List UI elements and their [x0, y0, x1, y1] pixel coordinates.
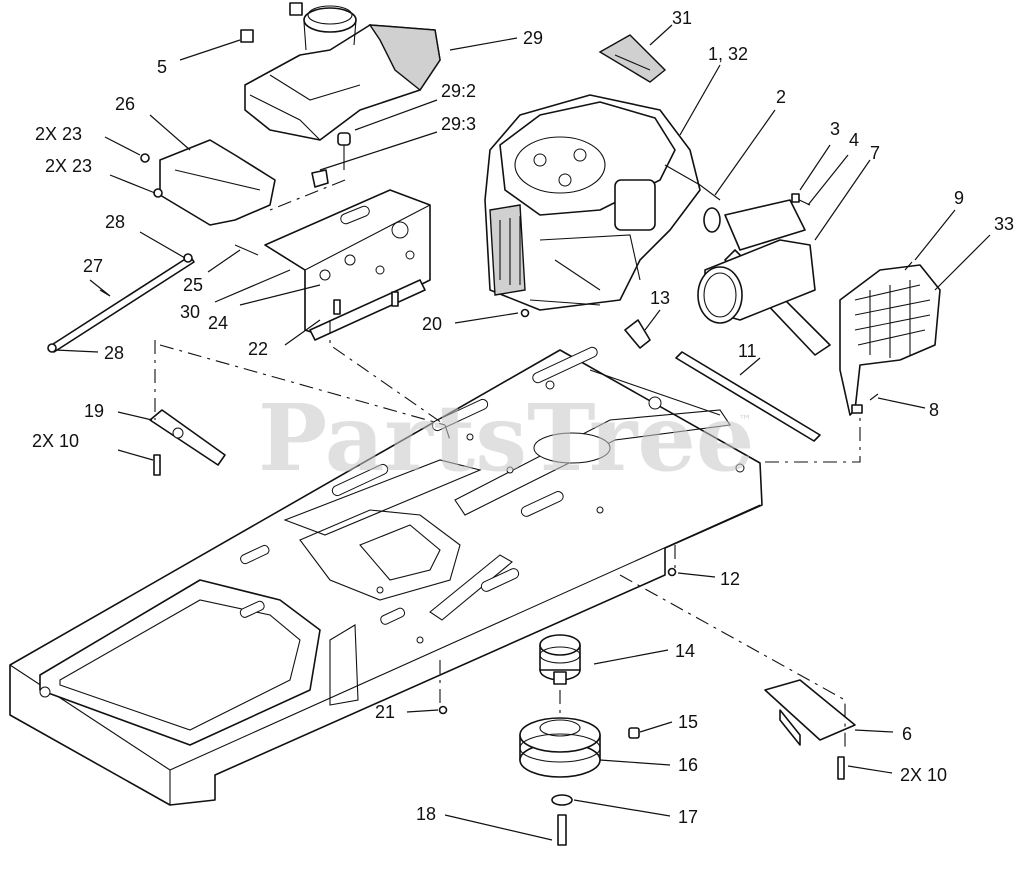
callout-29-2: 29:2 [441, 81, 476, 101]
callout-5: 5 [157, 57, 167, 77]
callout-11: 11 [738, 341, 757, 361]
fuel-fittings [311, 132, 351, 188]
pto-clutch [519, 717, 601, 778]
callout-4: 4 [849, 130, 859, 150]
bracket-bolt [333, 291, 399, 315]
callout-19: 19 [84, 401, 104, 421]
callout-2x23-b: 2X 23 [45, 156, 92, 176]
callout-21: 21 [375, 702, 395, 722]
clutch-washer [551, 794, 573, 806]
clutch-connector [628, 727, 640, 739]
callout-2x10-b: 2X 10 [900, 765, 947, 785]
trademark-symbol: ™ [738, 413, 752, 429]
callout-15: 15 [678, 712, 698, 732]
engine [484, 94, 721, 311]
spring-clip [234, 244, 259, 256]
engine-bolt-20 [520, 308, 530, 318]
callout-3: 3 [830, 119, 840, 139]
callout-13: 13 [650, 288, 670, 308]
callout-29: 29 [523, 28, 543, 48]
left-bracket-bolts [153, 454, 161, 476]
control-rod [49, 255, 195, 353]
engine-decal [598, 34, 667, 83]
callout-14: 14 [675, 641, 695, 661]
callout-6: 6 [902, 724, 912, 744]
callout-2: 2 [776, 87, 786, 107]
callout-17: 17 [678, 807, 698, 827]
mount-bracket-right [764, 679, 856, 746]
muffler-guard [839, 264, 941, 416]
callout-16: 16 [678, 755, 698, 775]
muffler [697, 239, 816, 324]
fuel-cap-cube [240, 2, 303, 43]
fitting [624, 319, 651, 349]
callout-29-3: 29:3 [441, 114, 476, 134]
callout-25: 25 [183, 275, 203, 295]
drive-shaft [675, 351, 821, 442]
callout-20: 20 [422, 314, 442, 334]
callout-28-b: 28 [104, 343, 124, 363]
clutch-bolt [557, 814, 567, 846]
callout-24: 24 [208, 313, 228, 333]
callout-1-32: 1, 32 [708, 44, 748, 64]
callout-26: 26 [115, 94, 135, 114]
guard-screw [869, 261, 913, 401]
callout-7: 7 [870, 143, 880, 163]
rod-nuts [47, 253, 193, 353]
muffler-bolt [791, 193, 811, 206]
partstree-watermark: PartsTree [258, 384, 754, 492]
mount-bracket-left [149, 409, 226, 466]
right-bracket-bolts [837, 756, 845, 780]
callout-18: 18 [416, 804, 436, 824]
callout-12: 12 [720, 569, 740, 589]
engine-pulley [539, 634, 581, 685]
alignment-lines [154, 179, 861, 752]
callout-30: 30 [180, 302, 200, 322]
callout-31: 31 [672, 8, 692, 28]
fuel-tank [244, 5, 441, 141]
callout-2x10-a: 2X 10 [32, 431, 79, 451]
hardware-nut-21 [438, 705, 448, 715]
callout-28-a: 28 [105, 212, 125, 232]
callout-labels: 5 29 31 1, 32 2 3 4 7 29:2 29:3 26 2X 23… [32, 8, 1014, 827]
callout-22: 22 [248, 339, 268, 359]
callout-8: 8 [929, 400, 939, 420]
callout-33: 33 [994, 214, 1014, 234]
shield-screws [140, 153, 163, 198]
callout-9: 9 [954, 188, 964, 208]
shield-plate [159, 139, 276, 226]
callout-2x23-a: 2X 23 [35, 124, 82, 144]
leader-lines [54, 24, 991, 841]
chassis-frame [9, 346, 763, 806]
callout-27: 27 [83, 256, 103, 276]
hardware-nut-12 [667, 567, 677, 577]
control-bracket [264, 189, 431, 341]
